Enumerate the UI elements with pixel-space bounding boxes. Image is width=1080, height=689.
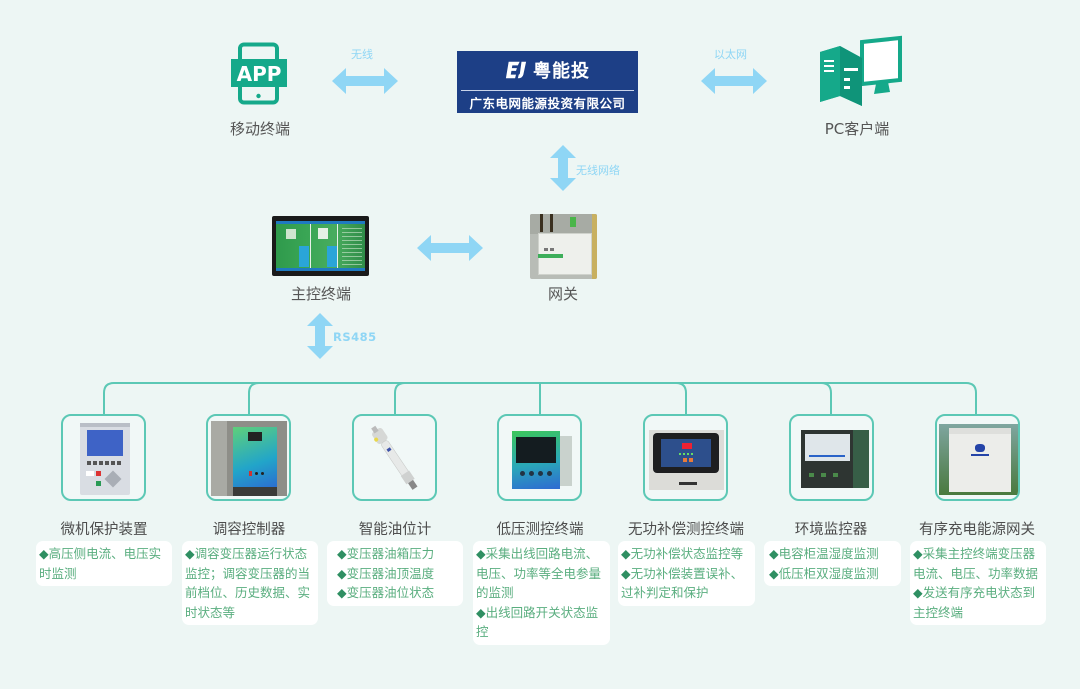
diamond-bullet-icon: ◆	[621, 546, 631, 561]
diamond-bullet-icon: ◆	[913, 585, 923, 600]
main-terminal-label: 主控终端	[290, 285, 351, 303]
svg-text:APP: APP	[237, 62, 282, 86]
vertical-bidirectional-arrow-icon	[307, 313, 333, 359]
device-image	[801, 430, 869, 488]
device-description: ◆采集主控终端变压器电流、电压、功率数据 ◆发送有序充电状态到主控终端	[910, 541, 1046, 625]
connector-line	[675, 382, 687, 414]
description-line: ◆变压器油位状态	[337, 585, 435, 600]
diamond-bullet-icon: ◆	[337, 585, 347, 600]
device-image	[649, 430, 724, 490]
description-line: ◆变压器油顶温度	[337, 565, 435, 581]
device-title: 微机保护装置	[60, 522, 148, 538]
description-line: ◆无功补偿装置误补、过补判定和保护	[621, 565, 744, 601]
device-title: 智能油位计	[358, 522, 432, 538]
diamond-bullet-icon: ◆	[769, 565, 779, 581]
connector-tree	[103, 382, 977, 414]
mobile-terminal-label: 移动终端	[229, 120, 290, 138]
pc-client-label: PC客户端	[824, 120, 890, 138]
device-card-charging-gateway	[935, 414, 1020, 501]
diamond-bullet-icon: ◆	[476, 546, 486, 561]
description-line: ◆采集主控终端变压器电流、电压、功率数据	[913, 546, 1039, 581]
connector-line	[248, 382, 260, 414]
diamond-bullet-icon: ◆	[476, 604, 486, 620]
device-image	[512, 431, 560, 489]
gateway-image	[530, 214, 597, 279]
device-card-capacity-controller	[206, 414, 291, 501]
device-description: ◆调容变压器运行状态监控；调容变压器的当前档位、历史数据、实时状态等	[182, 541, 318, 625]
vertical-bidirectional-arrow-icon	[550, 145, 576, 191]
wireless-network-link-label: 无线网络	[576, 164, 620, 177]
connector-line	[394, 382, 406, 414]
brand-mark-icon	[505, 61, 527, 79]
wireless-link-label: 无线	[351, 48, 373, 61]
mobile-app-icon: APP	[231, 42, 287, 105]
connector-line	[820, 382, 832, 414]
diamond-bullet-icon: ◆	[185, 546, 195, 561]
diamond-bullet-icon: ◆	[621, 565, 631, 581]
bidirectional-arrow-icon	[701, 68, 767, 94]
gateway-label: 网关	[547, 285, 578, 303]
device-description: ◆变压器油箱压力 ◆变压器油顶温度 ◆变压器油位状态	[327, 541, 463, 606]
device-title: 环境监控器	[794, 522, 868, 538]
device-title: 无功补偿测控终端	[628, 522, 744, 538]
device-description: ◆采集出线回路电流、电压、功率等全电参量的监测 ◆出线回路开关状态监控	[473, 541, 610, 645]
device-title: 低压测控终端	[496, 522, 584, 538]
bidirectional-arrow-icon	[332, 68, 398, 94]
diamond-bullet-icon: ◆	[39, 546, 49, 561]
device-image	[211, 421, 287, 496]
device-card-reactive-compensation	[643, 414, 728, 501]
device-card-environment-monitor	[789, 414, 874, 501]
description-line: ◆出线回路开关状态监控	[476, 604, 599, 640]
diamond-bullet-icon: ◆	[337, 565, 347, 581]
description-line: ◆变压器油箱压力	[337, 546, 435, 561]
device-image	[939, 424, 1018, 495]
description-line: ◆低压柜双湿度监测	[769, 565, 879, 581]
description-line: ◆调容变压器运行状态监控；调容变压器的当前档位、历史数据、实时状态等	[185, 546, 311, 620]
device-image	[80, 423, 130, 495]
description-line: ◆无功补偿状态监控等	[621, 546, 744, 561]
device-description: ◆电容柜温湿度监测 ◆低压柜双湿度监测	[764, 541, 901, 586]
device-description: ◆无功补偿状态监控等 ◆无功补偿装置误补、过补判定和保护	[618, 541, 755, 606]
brand-name: 粤能投	[533, 61, 590, 82]
company-name: 广东电网能源投资有限公司	[469, 96, 626, 111]
device-title: 有序充电能源网关	[919, 522, 1035, 538]
device-card-oil-level-meter	[352, 414, 437, 501]
pc-client-icon	[820, 35, 902, 106]
diamond-bullet-icon: ◆	[337, 546, 347, 561]
description-line: ◆发送有序充电状态到主控终端	[913, 585, 1036, 620]
diamond-bullet-icon: ◆	[769, 546, 779, 561]
main-terminal-image	[272, 216, 369, 276]
bidirectional-arrow-icon	[417, 235, 483, 261]
description-line: ◆电容柜温湿度监测	[769, 546, 879, 561]
rs485-link-label: RS485	[333, 330, 377, 344]
device-card-low-voltage-terminal	[497, 414, 582, 501]
description-line: ◆采集出线回路电流、电压、功率等全电参量的监测	[476, 546, 602, 600]
device-description: ◆高压侧电流、电压实时监测	[36, 541, 172, 586]
ethernet-link-label: 以太网	[714, 48, 747, 61]
logo-divider	[461, 90, 634, 91]
device-image	[371, 425, 418, 490]
diamond-bullet-icon: ◆	[913, 546, 923, 561]
description-line: ◆高压侧电流、电压实时监测	[39, 546, 162, 581]
company-logo: 粤能投 广东电网能源投资有限公司	[457, 51, 638, 113]
device-card-protection	[61, 414, 146, 501]
device-title: 调容控制器	[212, 522, 286, 538]
